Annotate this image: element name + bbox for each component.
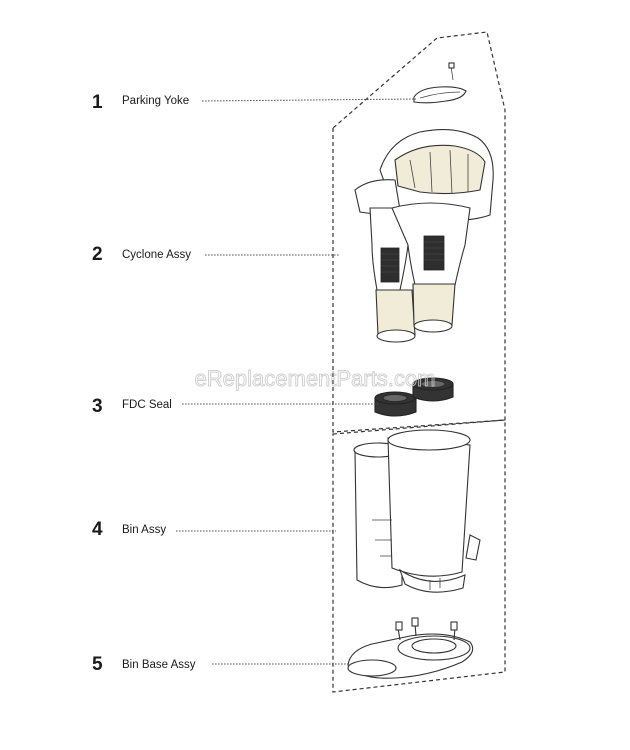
part-label-fdc-seal[interactable]: FDC Seal [122, 399, 172, 411]
leader-line-1 [201, 98, 417, 102]
watermark-text: eReplacementParts.com [195, 366, 436, 391]
fdc-seal-drawing[interactable] [374, 377, 454, 417]
lower-assembly-frame [332, 419, 506, 693]
part-number-1: 1 [92, 92, 103, 113]
part-number-3: 3 [92, 396, 103, 417]
bin-assy-drawing[interactable] [353, 429, 481, 593]
upper-assembly-frame [332, 31, 506, 433]
parking-yoke-drawing[interactable] [413, 62, 467, 104]
cyclone-assy-drawing[interactable] [354, 129, 494, 343]
bin-base-assy-drawing[interactable] [347, 617, 474, 679]
part-number-5: 5 [92, 654, 103, 675]
part-label-parking-yoke[interactable]: Parking Yoke [122, 95, 189, 107]
part-label-bin-base-assy[interactable]: Bin Base Assy [122, 659, 196, 671]
part-number-4: 4 [92, 519, 103, 540]
part-number-2: 2 [92, 244, 103, 265]
part-label-cyclone-assy[interactable]: Cyclone Assy [122, 249, 191, 261]
part-label-bin-assy[interactable]: Bin Assy [122, 524, 166, 536]
